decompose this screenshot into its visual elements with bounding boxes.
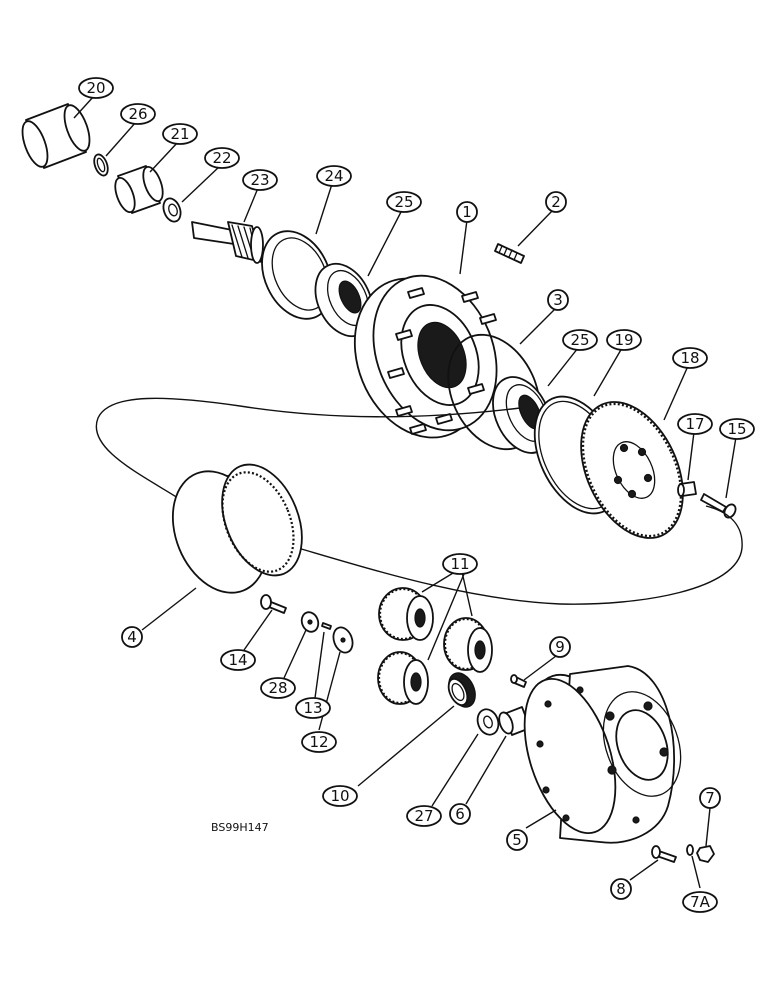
callout-7a: 7A [682,891,718,913]
figure-reference: BS99H147 [211,821,269,834]
callout-12-label: 12 [309,733,328,751]
callout-28: 28 [260,677,296,699]
callout-6: 6 [449,803,471,825]
callout-27: 27 [406,805,442,827]
callout-24: 24 [316,165,352,187]
part-13-pin [321,622,332,630]
callout-5: 5 [506,829,528,851]
callout-25-lower: 25 [562,329,598,351]
callout-11: 11 [442,553,478,575]
callout-11-label: 11 [450,555,469,573]
callout-1-label: 1 [462,203,472,221]
callout-7-label: 7 [705,789,715,807]
callout-22: 22 [204,147,240,169]
callout-20-label: 20 [86,79,105,97]
part-17-bushing [677,481,697,497]
callout-17: 17 [677,413,713,435]
callout-5-label: 5 [512,831,522,849]
part-7-nut [696,845,715,863]
part-28-washer [300,611,320,633]
callout-6-label: 6 [455,805,465,823]
callout-13-label: 13 [303,699,322,717]
part-8-bolt [651,845,677,863]
planet-gear-upper [378,587,434,641]
callout-22-label: 22 [212,149,231,167]
callout-19: 19 [606,329,642,351]
planet-gear-lower [377,651,429,705]
callout-10-label: 10 [330,787,349,805]
callout-26-label: 26 [128,105,147,123]
callout-24-label: 24 [324,167,343,185]
callout-18-label: 18 [680,349,699,367]
callout-21: 21 [162,123,198,145]
part-24-bearing-cup [261,230,333,320]
callout-9: 9 [549,636,571,658]
callout-25-lower-label: 25 [570,331,589,349]
callout-1: 1 [456,201,478,223]
callout-23-label: 23 [250,171,269,189]
part-15-bolt [700,493,737,519]
callout-27-label: 27 [414,807,433,825]
callout-4: 4 [121,626,143,648]
part-11-planet-gears [377,587,493,705]
assembly-loop-line [95,397,743,605]
part-10-needle-bearing [447,672,476,708]
callout-12: 12 [301,731,337,753]
callout-7a-label: 7A [690,893,711,911]
callout-2-label: 2 [551,193,561,211]
part-7a-washer [686,844,694,856]
callout-9-label: 9 [555,638,565,656]
part-2-stud [494,243,525,264]
callout-8: 8 [610,878,632,900]
callout-2: 2 [545,191,567,213]
callout-26: 26 [120,103,156,125]
callout-3-label: 3 [553,291,563,309]
part-5-carrier [523,665,682,844]
callout-15: 15 [719,418,755,440]
callout-17-label: 17 [685,415,704,433]
callout-14: 14 [220,649,256,671]
callout-10: 10 [322,785,358,807]
part-1-hub [353,274,498,439]
callout-8-label: 8 [616,880,626,898]
hub-studs [387,287,497,435]
part-14-bolt [260,594,287,614]
part-12-thrust-plate [332,626,354,654]
callout-4-label: 4 [127,628,137,646]
callout-25-upper: 25 [386,191,422,213]
part-27-washer [476,708,500,736]
part-23-splined-shaft [191,221,264,264]
callout-leaders [73,95,737,889]
planet-gear-right [443,617,493,673]
callout-3: 3 [547,289,569,311]
part-22-washer [162,197,182,223]
part-21-bushing [114,165,164,214]
callout-18: 18 [672,347,708,369]
part-18-sun-gear [580,401,684,539]
callout-23: 23 [242,169,278,191]
part-9-plug [510,674,527,688]
callout-7: 7 [699,787,721,809]
callout-25-upper-label: 25 [394,193,413,211]
callout-15-label: 15 [727,420,746,438]
callout-13: 13 [295,697,331,719]
callout-21-label: 21 [170,125,189,143]
part-4-ring-gear [171,463,303,594]
callout-28-label: 28 [268,679,287,697]
callout-14-label: 14 [228,651,247,669]
callout-20: 20 [78,77,114,99]
part-26-snap-ring [93,153,109,177]
part-20-sleeve [21,103,91,169]
callout-19-label: 19 [614,331,633,349]
